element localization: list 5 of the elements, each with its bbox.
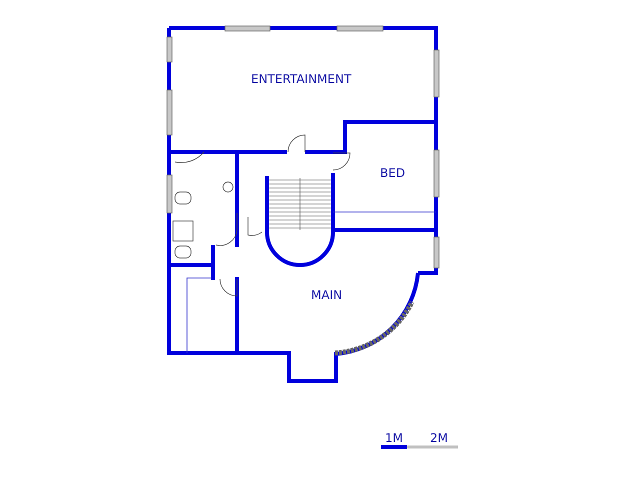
room-label: BED bbox=[380, 166, 406, 180]
scale-label: 2M bbox=[430, 431, 448, 445]
scale-label: 1M bbox=[385, 431, 403, 445]
room-label: ENTERTAINMENT bbox=[251, 72, 352, 86]
room-label: MAIN bbox=[311, 288, 342, 302]
